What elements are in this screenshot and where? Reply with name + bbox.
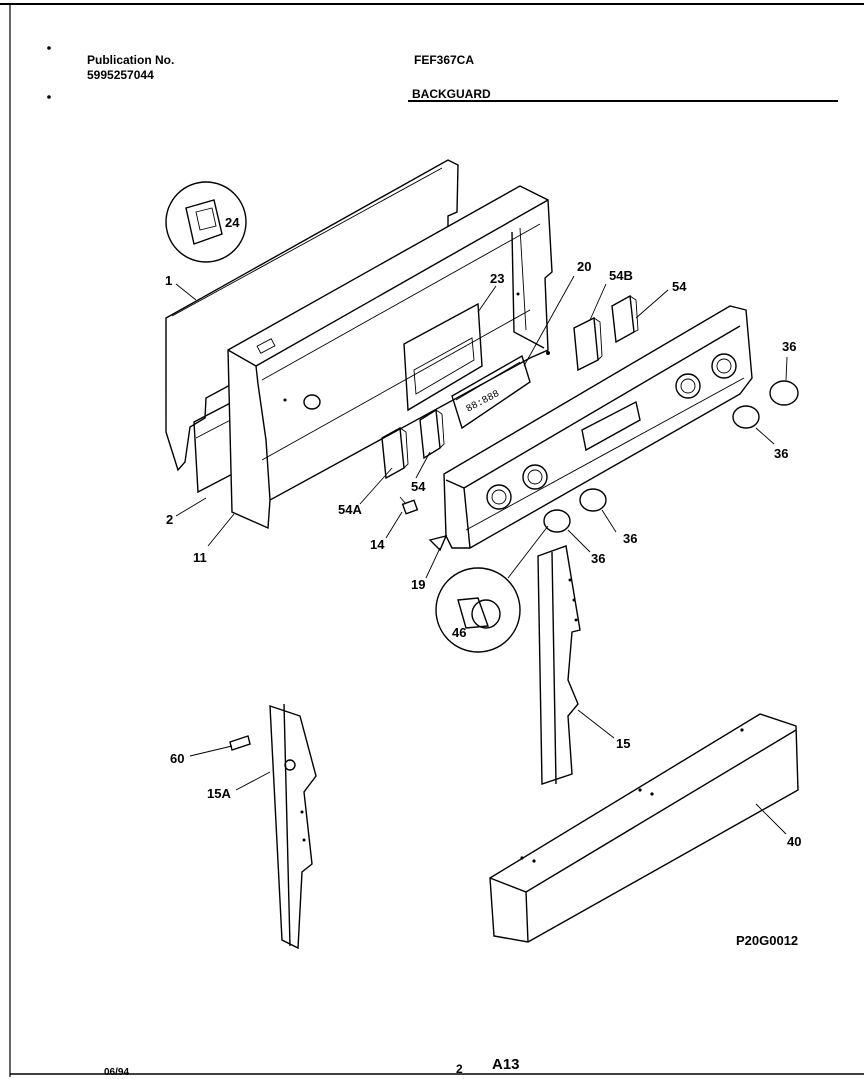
part-label-14: 14 bbox=[370, 537, 385, 552]
footer-code: A13 bbox=[492, 1056, 520, 1073]
part-label-20: 20 bbox=[577, 259, 592, 274]
part-label-36-b: 36 bbox=[774, 446, 789, 461]
switch-54-lower bbox=[419, 408, 445, 460]
part-label-40: 40 bbox=[787, 834, 802, 849]
backguard-housing bbox=[227, 185, 553, 530]
footer-date: 06/94 bbox=[104, 1067, 130, 1078]
publication-number: 5995257044 bbox=[87, 68, 154, 82]
part-label-36-d: 36 bbox=[591, 551, 606, 566]
part-label-15a: 15A bbox=[207, 786, 231, 801]
indicator-light bbox=[399, 496, 419, 515]
knob-detail bbox=[435, 525, 549, 653]
part-label-24: 24 bbox=[225, 215, 240, 230]
display-bracket bbox=[403, 302, 483, 412]
part-label-54b: 54B bbox=[609, 268, 633, 283]
part-label-46: 46 bbox=[452, 625, 467, 640]
part-label-1: 1 bbox=[165, 273, 173, 288]
leader-lines bbox=[175, 275, 788, 835]
switch-54a bbox=[381, 426, 409, 480]
part-label-11: 11 bbox=[193, 550, 207, 565]
svg-text:88:888: 88:888 bbox=[465, 389, 502, 416]
section-title: BACKGUARD bbox=[412, 87, 491, 101]
part-label-36-c: 36 bbox=[623, 531, 638, 546]
knobs bbox=[543, 380, 799, 533]
diagram-code: P20G0012 bbox=[736, 933, 799, 948]
side-bracket-right bbox=[537, 545, 581, 785]
part-label-60: 60 bbox=[170, 751, 185, 766]
switch-54-upper bbox=[611, 294, 639, 344]
switch-54b bbox=[573, 316, 603, 372]
control-panel bbox=[428, 305, 753, 552]
part-label-19: 19 bbox=[411, 577, 426, 592]
part-label-23: 23 bbox=[490, 271, 505, 286]
footer-page: 2 bbox=[456, 1062, 463, 1076]
publication-label: Publication No. bbox=[87, 53, 175, 67]
trim-piece bbox=[489, 713, 799, 943]
part-label-54-upper: 54 bbox=[672, 279, 687, 294]
screw bbox=[229, 735, 251, 751]
model-number: FEF367CA bbox=[414, 53, 475, 67]
side-bracket-left bbox=[269, 703, 317, 950]
part-label-54a: 54A bbox=[338, 502, 362, 517]
switch-detail bbox=[165, 181, 247, 263]
part-label-2: 2 bbox=[166, 512, 174, 527]
part-label-36-a: 36 bbox=[782, 339, 797, 354]
part-label-54-lower: 54 bbox=[411, 479, 426, 494]
part-label-15: 15 bbox=[616, 736, 631, 751]
